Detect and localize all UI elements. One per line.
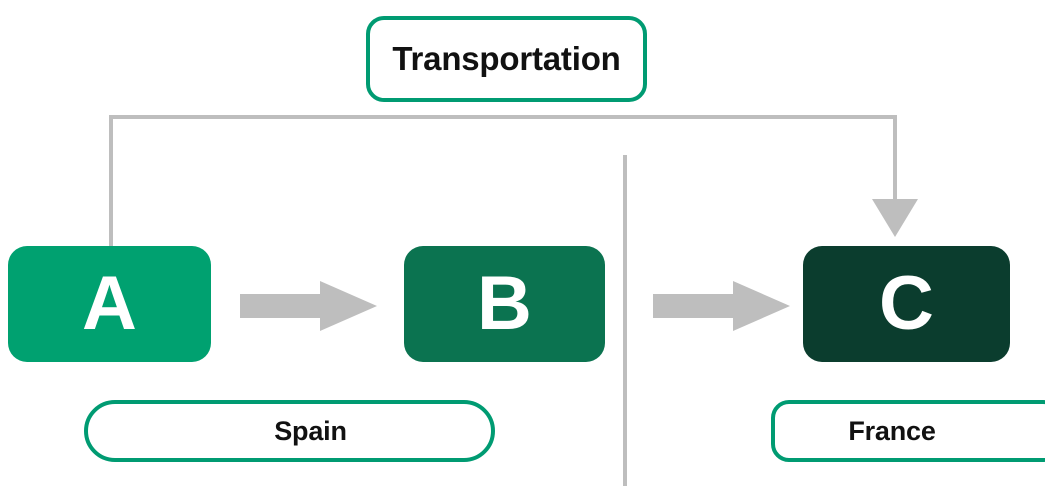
transportation-label-box: Transportation — [366, 16, 647, 102]
country-label-france: France — [771, 400, 1045, 462]
node-box-c[interactable]: C — [803, 246, 1010, 362]
block-arrow-a-to-b — [240, 281, 377, 331]
country-divider-line — [623, 155, 627, 486]
node-box-a[interactable]: A — [8, 246, 211, 362]
node-box-b[interactable]: B — [404, 246, 605, 362]
country-label-spain: Spain — [84, 400, 495, 462]
block-arrow-b-to-c — [653, 281, 790, 331]
